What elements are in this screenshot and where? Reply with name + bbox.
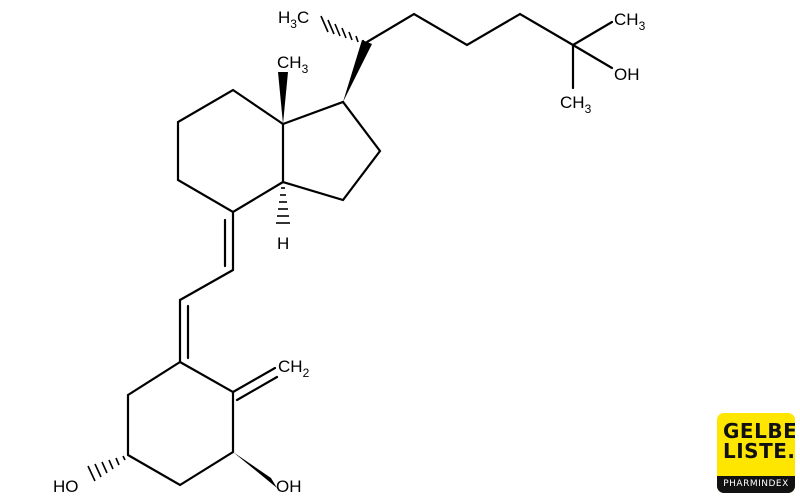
label-oh-side: OH: [614, 65, 640, 84]
label-ch2: CH2: [278, 357, 310, 380]
wedge-bonds: [233, 40, 372, 488]
gelbe-liste-logo: GELBE LISTE. PHARMINDEX: [717, 413, 795, 493]
bonds: [126, 12, 614, 487]
label-h3c-sidechain: H3C: [278, 8, 309, 31]
label-ch3-bottom: CH3: [560, 93, 592, 116]
label-h-c14: H: [277, 234, 289, 253]
logo-text: GELBE LISTE.: [723, 419, 795, 463]
atom-labels: H3C CH3 CH3 OH CH3 H CH2 HO OH: [53, 8, 646, 496]
logo-pharmindex-bar: PHARMINDEX: [717, 476, 795, 493]
label-ho-left: HO: [53, 477, 79, 496]
label-ch3-c13: CH3: [277, 53, 309, 76]
label-ch3-top: CH3: [614, 10, 646, 33]
hashed-bonds: [87, 15, 365, 482]
label-oh-right: OH: [276, 477, 302, 496]
